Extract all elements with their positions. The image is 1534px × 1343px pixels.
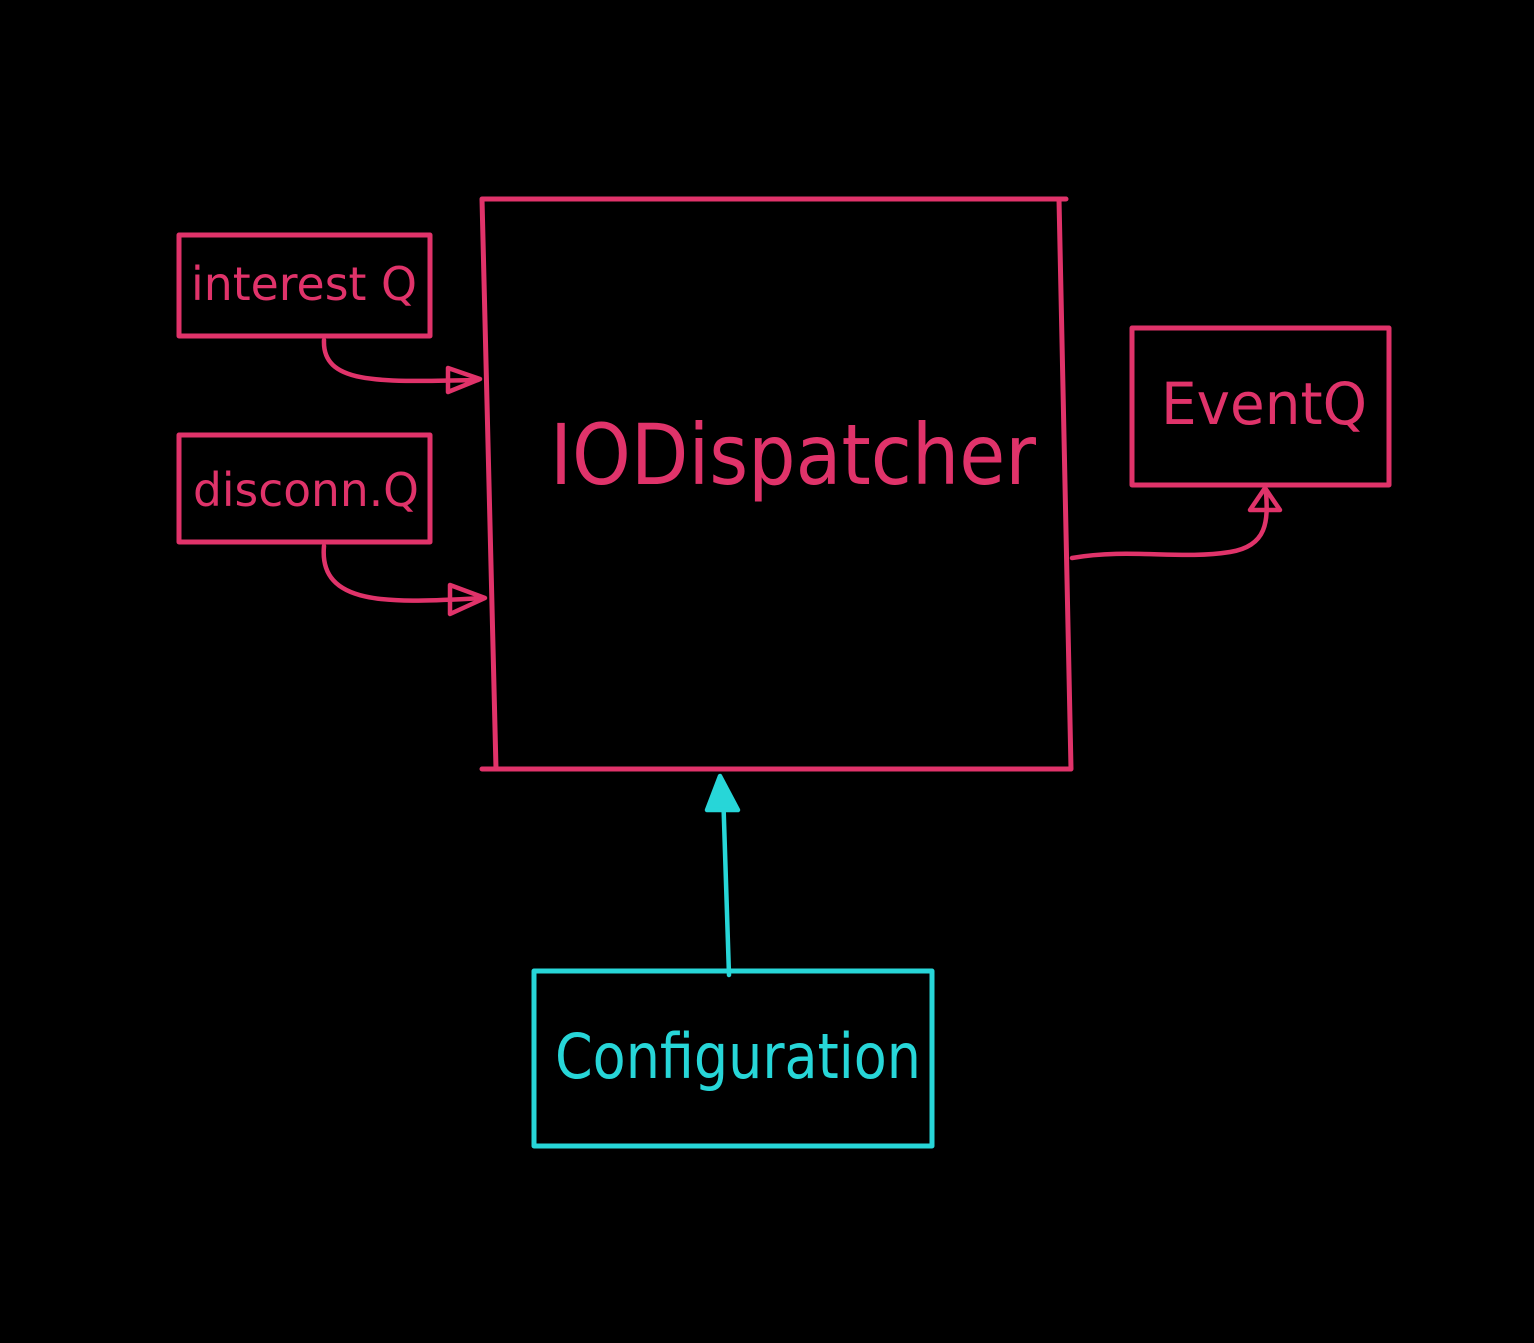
event-q-label: EventQ [1161,370,1367,438]
arrow-disconn-q-to-dispatcher [321,543,488,617]
arrow-disconn-q-line [321,543,487,603]
io-dispatcher-label: IODispatcher [550,406,1036,504]
disconn-q-node: disconn.Q [176,432,433,545]
arrow-dispatcher-to-event-q [1069,485,1283,561]
configuration-node: Configuration [531,968,935,1149]
configuration-label: Configuration [555,1020,921,1093]
arrow-event-q-head [1247,485,1283,513]
event-q-node: EventQ [1129,325,1392,488]
io-dispatcher-box [479,196,1074,772]
arrow-disconn-q-head [447,582,488,617]
io-dispatcher-node: IODispatcher [479,196,1074,772]
disconn-q-label: disconn.Q [193,463,419,517]
interest-q-node: interest Q [176,232,433,339]
event-q-box [1129,325,1392,488]
arrow-configuration-to-dispatcher [704,773,741,978]
arrow-interest-q-to-dispatcher [321,337,483,395]
interest-q-label: interest Q [191,257,417,311]
disconn-q-box [176,432,433,545]
arrow-configuration-head [704,773,741,813]
arrow-event-q-line [1069,489,1269,561]
arrow-configuration-line [720,787,732,978]
configuration-box [531,968,935,1149]
arrow-interest-q-line [321,337,481,384]
interest-q-box [176,232,433,339]
arrow-interest-q-head [445,365,483,395]
